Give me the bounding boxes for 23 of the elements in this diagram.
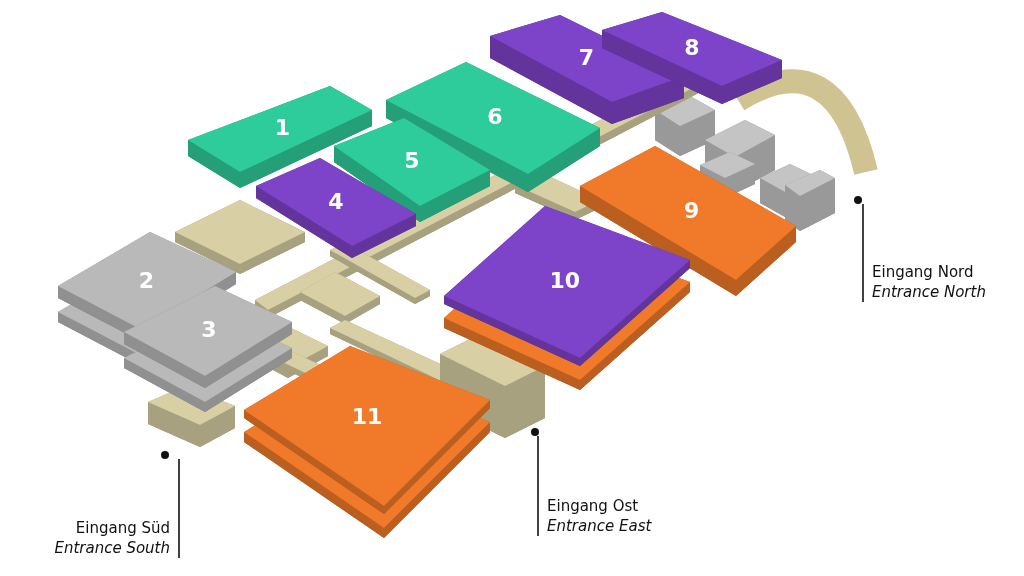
- leader-line: [178, 458, 180, 559]
- entrance-marker: [854, 196, 862, 204]
- leader-line: [537, 435, 539, 537]
- hall-number: 4: [328, 188, 344, 214]
- entrance-marker: [531, 428, 539, 436]
- hall-number: 1: [274, 114, 291, 140]
- hall-number: 9: [684, 197, 700, 222]
- hall-number: 5: [404, 147, 420, 173]
- hall-number: 3: [201, 316, 217, 342]
- entrance-name: Eingang Süd: [74, 518, 170, 538]
- hall-number: 6: [487, 103, 503, 129]
- hall-number: 2: [138, 267, 155, 293]
- entrance-name: Eingang Ost: [547, 496, 640, 516]
- hall-number: 11: [351, 403, 383, 428]
- entrance-marker: [161, 451, 169, 459]
- entrance-name-translation: Entrance South: [53, 538, 170, 558]
- hall-number: 7: [578, 44, 595, 70]
- hall-number: 8: [684, 34, 700, 60]
- entrance-name-translation: Entrance North: [872, 282, 987, 302]
- entrance-name-translation: Entrance East: [547, 516, 653, 536]
- entrance-name: Eingang Nord: [872, 262, 975, 282]
- hall-number: 10: [549, 267, 581, 293]
- leader-line: [862, 203, 864, 303]
